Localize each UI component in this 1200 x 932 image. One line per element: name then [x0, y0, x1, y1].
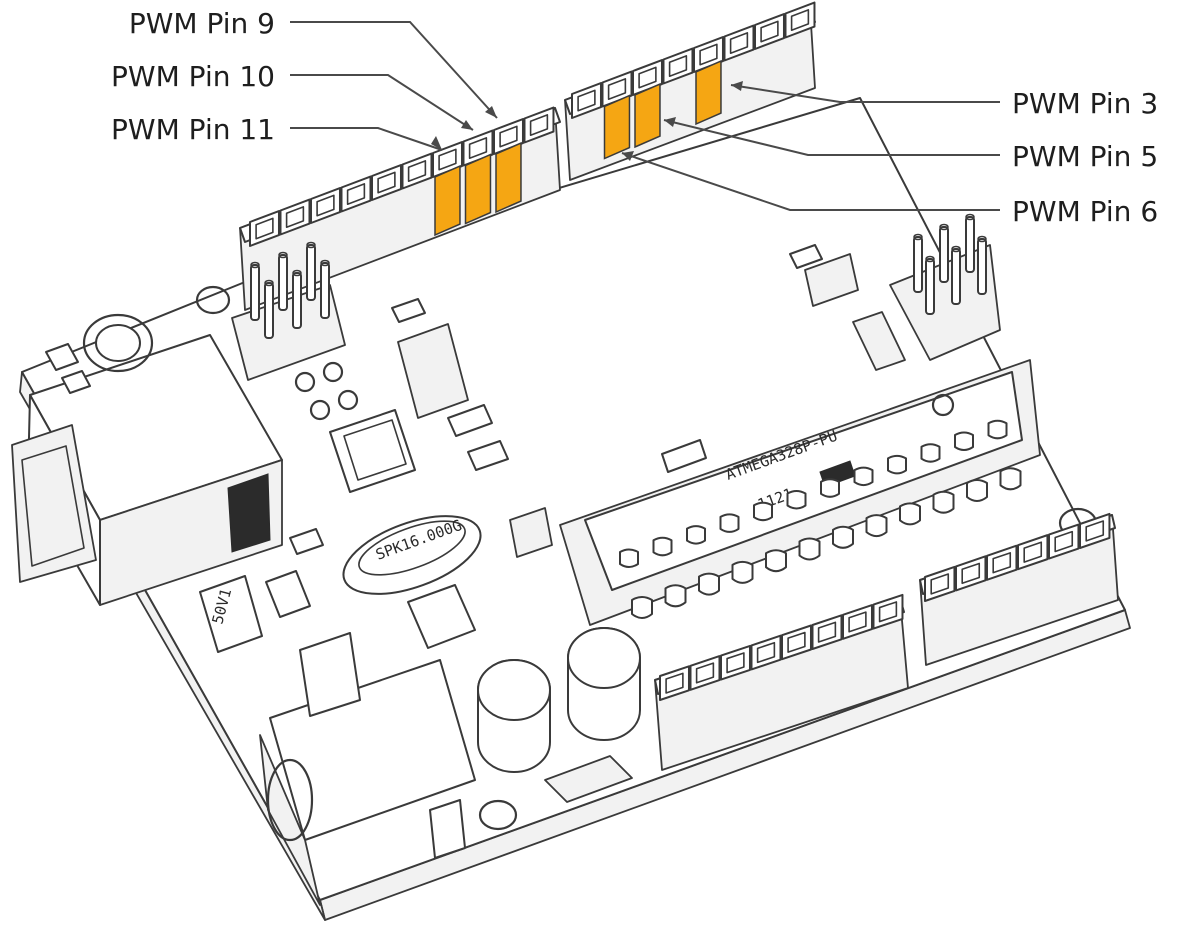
mcu-pin	[788, 491, 806, 509]
icsp-pin	[279, 255, 287, 310]
mcu-pin	[888, 456, 906, 474]
icsp-pin	[265, 283, 273, 338]
mcu-pin	[821, 479, 839, 497]
icsp-pin	[914, 237, 922, 292]
icsp-pin	[307, 245, 315, 300]
mcu-pin	[867, 515, 887, 536]
pwm-highlight-pin3	[696, 61, 721, 124]
label-pwm-pin-6: PWM Pin 6	[1012, 195, 1158, 228]
icsp-pin	[940, 227, 948, 282]
mcu-pin	[687, 526, 705, 544]
label-pwm-pin-9: PWM Pin 9	[129, 7, 275, 40]
label-pwm-pin-5: PWM Pin 5	[1012, 140, 1158, 173]
mcu-pin	[620, 550, 638, 568]
mcu-pin	[989, 421, 1007, 439]
icsp-pin	[952, 249, 960, 304]
reset-button	[96, 325, 140, 361]
mcu-pin	[800, 539, 820, 560]
label-pwm-pin-11: PWM Pin 11	[111, 113, 275, 146]
mcu-pin	[955, 433, 973, 451]
pwm-highlight-pin5	[635, 84, 660, 147]
mcu-pin	[922, 444, 940, 462]
mcu-pin	[666, 585, 686, 606]
label-pwm-pin-3: PWM Pin 3	[1012, 87, 1158, 120]
mcu-pin	[766, 550, 786, 571]
pwm-highlight-pin10	[466, 155, 491, 224]
capacitor-left-top	[478, 660, 550, 720]
mcu-pin	[967, 480, 987, 501]
arrow-pin10	[461, 120, 473, 130]
mcu-pin	[855, 468, 873, 486]
leader-pin9	[290, 22, 497, 118]
icsp-pin	[293, 273, 301, 328]
icsp-pin	[978, 239, 986, 294]
icsp-pin	[321, 263, 329, 318]
mcu-pin	[1001, 468, 1021, 489]
label-pwm-pin-10: PWM Pin 10	[111, 60, 275, 93]
power-jack-pin	[430, 800, 465, 858]
mcu-pin	[632, 597, 652, 618]
mcu-pin	[833, 527, 853, 548]
mcu-pin	[754, 503, 772, 521]
pwm-highlight-pin11	[435, 166, 460, 235]
mcu-pin	[900, 503, 920, 524]
leader-pin10	[290, 75, 473, 130]
mcu-pin	[733, 562, 753, 583]
capacitor-right-top	[568, 628, 640, 688]
mcu-pin	[934, 492, 954, 513]
icsp-pin	[251, 265, 259, 320]
pwm-highlight-pin6	[605, 96, 630, 159]
mcu-pin	[721, 514, 739, 532]
icsp-pin	[926, 259, 934, 314]
usb-shadow	[228, 474, 270, 552]
leader-pin11	[290, 128, 442, 150]
pwm-highlight-pin9	[496, 143, 521, 212]
mcu-pin	[654, 538, 672, 556]
icsp-pin	[966, 217, 974, 272]
mcu-pin	[699, 574, 719, 595]
